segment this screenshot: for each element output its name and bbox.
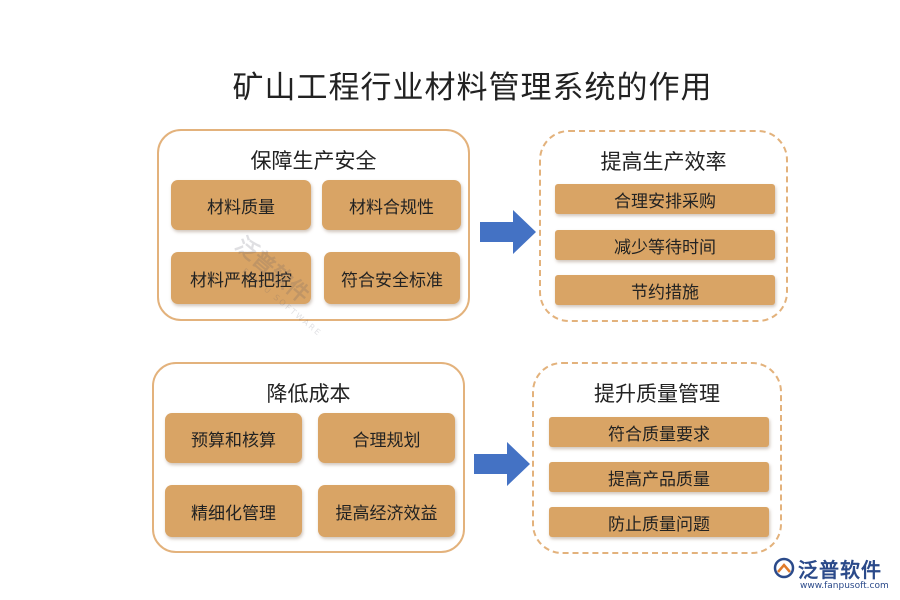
panel-quality-title: 提升质量管理 [594, 382, 720, 406]
panel-cost-title: 降低成本 [266, 382, 351, 406]
panel-safety-title: 保障生产安全 [250, 149, 377, 173]
safety-item-strict-control: 材料严格把控 [171, 252, 311, 304]
efficiency-item-savings: 节约措施 [555, 275, 775, 305]
panel-efficiency: 提高生产效率 合理安排采购 减少等待时间 节约措施 [539, 130, 788, 322]
cost-item-budget: 预算和核算 [165, 413, 302, 463]
panel-quality: 提升质量管理 符合质量要求 提高产品质量 防止质量问题 [532, 362, 782, 554]
safety-item-material-quality: 材料质量 [171, 180, 311, 230]
fanpu-logo-icon [773, 557, 795, 579]
logo-url: www.fanpusoft.com [800, 581, 889, 591]
quality-item-requirements: 符合质量要求 [549, 417, 769, 447]
efficiency-item-purchase: 合理安排采购 [555, 184, 775, 214]
cost-item-fine-management: 精细化管理 [165, 485, 302, 537]
panel-safety: 保障生产安全 材料质量 材料合规性 材料严格把控 符合安全标准 [157, 129, 470, 321]
right-arrow-icon [480, 210, 536, 254]
safety-item-material-compliance: 材料合规性 [322, 180, 461, 230]
panel-efficiency-title: 提高生产效率 [600, 150, 727, 174]
quality-item-prevent: 防止质量问题 [549, 507, 769, 537]
right-arrow-icon [474, 442, 530, 486]
safety-item-safety-standard: 符合安全标准 [324, 252, 460, 304]
quality-item-improve: 提高产品质量 [549, 462, 769, 492]
logo-name: 泛普软件 [798, 558, 882, 582]
cost-item-planning: 合理规划 [318, 413, 455, 463]
cost-item-economic-benefit: 提高经济效益 [318, 485, 455, 537]
page-title: 矿山工程行业材料管理系统的作用 [232, 70, 713, 106]
panel-cost: 降低成本 预算和核算 合理规划 精细化管理 提高经济效益 [152, 362, 465, 553]
efficiency-item-wait-time: 减少等待时间 [555, 230, 775, 260]
